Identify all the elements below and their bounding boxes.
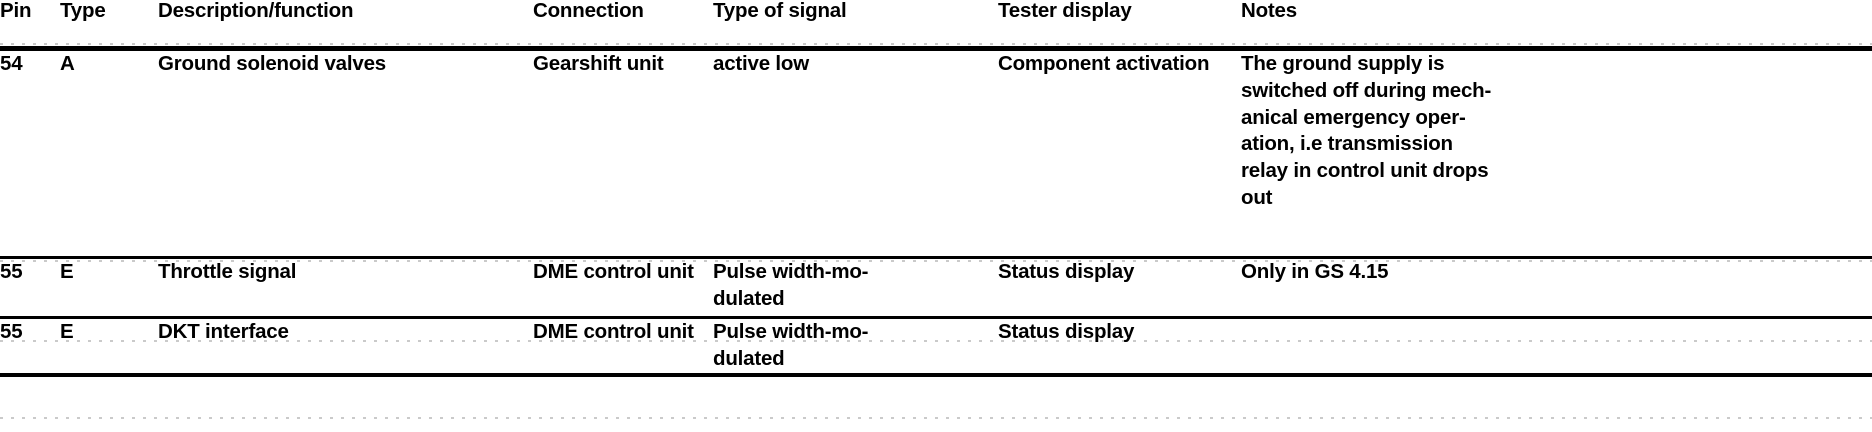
notes-lines bbox=[1241, 319, 1872, 320]
cell-notes: Only in GS 4.15 bbox=[1241, 257, 1872, 319]
notes-lines: Only in GS 4.15 bbox=[1241, 259, 1872, 286]
signal-lines: Pulse width-mo-dulated bbox=[713, 319, 998, 373]
cell-tester-display: Status display bbox=[998, 257, 1241, 319]
scan-artifact-rule-4 bbox=[0, 417, 1872, 419]
column-header-notes: Notes bbox=[1241, 0, 1872, 51]
column-header-type-of-signal: Type of signal bbox=[713, 0, 998, 51]
column-header-connection: Connection bbox=[533, 0, 713, 51]
table-header: Pin Type Description/function Connection… bbox=[0, 0, 1872, 51]
cell-type-of-signal: Pulse width-mo-dulated bbox=[713, 317, 998, 377]
column-header-pin: Pin bbox=[0, 0, 60, 51]
cell-type: A bbox=[60, 48, 158, 259]
text-line: Pulse width-mo- bbox=[713, 320, 869, 343]
cell-connection: DME control unit bbox=[533, 317, 713, 377]
table-row: 55 E Throttle signal DME control unit Pu… bbox=[0, 257, 1872, 319]
cell-tester-display: Status display bbox=[998, 317, 1241, 377]
column-header-description: Description/function bbox=[158, 0, 533, 51]
text-line: ation, i.e transmission bbox=[1241, 132, 1453, 156]
table-row: 55 E DKT interface DME control unit Puls… bbox=[0, 317, 1872, 377]
text-line: switched off during mech- bbox=[1241, 78, 1492, 102]
cell-notes: The ground supply is switched off during … bbox=[1241, 48, 1872, 259]
cell-type-of-signal: Pulse width-mo-dulated bbox=[713, 257, 998, 319]
text-line: active low bbox=[713, 52, 809, 75]
cell-pin: 55 bbox=[0, 257, 60, 319]
cell-pin: 55 bbox=[0, 317, 60, 377]
table-header-row: Pin Type Description/function Connection… bbox=[0, 0, 1872, 51]
text-line: The ground supply is bbox=[1241, 52, 1445, 75]
cell-tester-display: Component activation bbox=[998, 48, 1241, 259]
cell-type-of-signal: active low bbox=[713, 48, 998, 259]
text-line: dulated bbox=[713, 286, 785, 310]
text-line: relay in control unit drops bbox=[1241, 159, 1489, 183]
signal-lines: active low bbox=[713, 51, 998, 78]
cell-pin: 54 bbox=[0, 48, 60, 259]
cell-connection: Gearshift unit bbox=[533, 48, 713, 259]
text-line: anical emergency oper- bbox=[1241, 105, 1466, 129]
cell-type: E bbox=[60, 317, 158, 377]
column-header-tester-display: Tester display bbox=[998, 0, 1241, 51]
cell-description: DKT interface bbox=[158, 317, 533, 377]
cell-connection: DME control unit bbox=[533, 257, 713, 319]
pin-assignment-table: Pin Type Description/function Connection… bbox=[0, 0, 1872, 377]
text-line: Pulse width-mo- bbox=[713, 260, 869, 283]
text-line: dulated bbox=[713, 346, 785, 370]
cell-description: Throttle signal bbox=[158, 257, 533, 319]
notes-lines: The ground supply is switched off during … bbox=[1241, 51, 1872, 212]
cell-description: Ground solenoid valves bbox=[158, 48, 533, 259]
text-line: Only in GS 4.15 bbox=[1241, 260, 1389, 283]
cell-type: E bbox=[60, 257, 158, 319]
cell-notes bbox=[1241, 317, 1872, 377]
column-header-type: Type bbox=[60, 0, 158, 51]
signal-lines: Pulse width-mo-dulated bbox=[713, 259, 998, 313]
table-row: 54 A Ground solenoid valves Gearshift un… bbox=[0, 48, 1872, 259]
text-line: out bbox=[1241, 185, 1273, 209]
table-body: 54 A Ground solenoid valves Gearshift un… bbox=[0, 48, 1872, 377]
